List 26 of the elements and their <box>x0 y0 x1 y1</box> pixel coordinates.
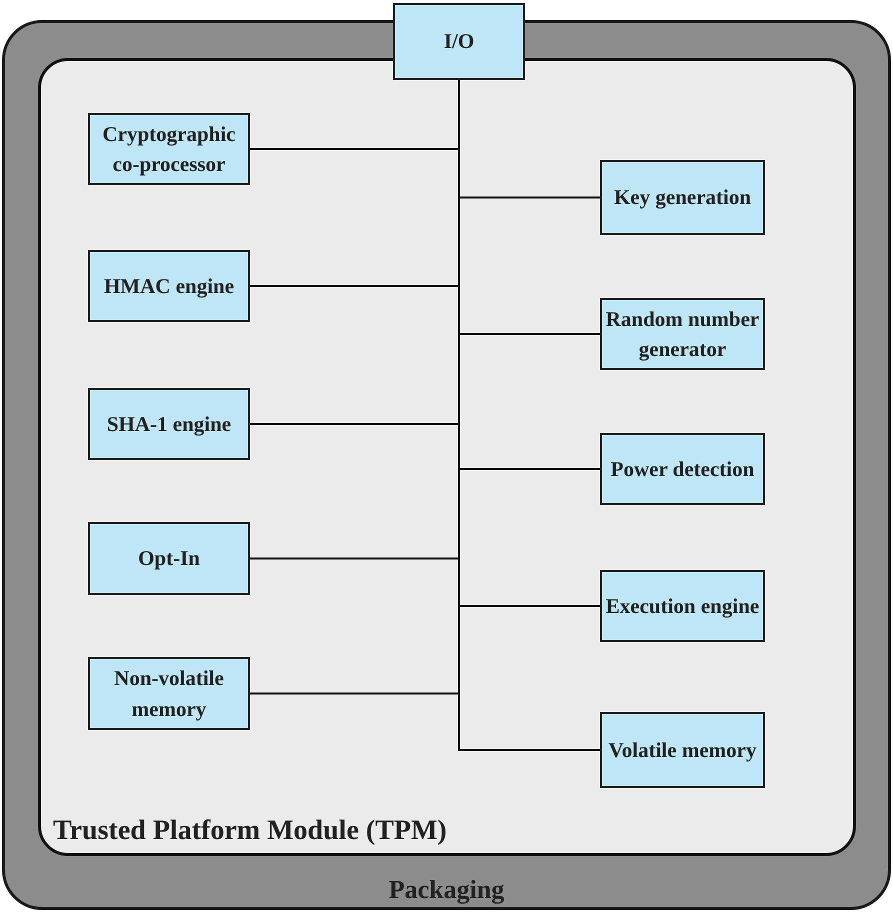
box-label: Opt-In <box>138 545 200 572</box>
panel-title: Trusted Platform Module (TPM) <box>53 815 447 847</box>
component-box <box>600 570 765 642</box>
box-label: SHA-1 engine <box>106 410 232 438</box>
component-box <box>88 388 250 460</box>
component-box <box>393 3 525 80</box>
component-box <box>88 657 250 730</box>
component-box <box>88 522 250 595</box>
box-label: Cryptographic co-processor <box>102 120 236 178</box>
box-label: Random number generator <box>604 306 760 363</box>
component-box <box>600 712 765 788</box>
component-box <box>88 113 250 185</box>
box-label: Power detection <box>610 456 754 483</box>
packaging-panel <box>2 20 891 910</box>
box-label: HMAC engine <box>104 272 234 300</box>
component-box <box>600 160 765 235</box>
component-box <box>88 250 250 322</box>
module-panel <box>38 58 856 856</box>
box-label: Volatile memory <box>608 736 756 764</box>
box-label: I/O <box>444 28 474 56</box>
box-label: Key generation <box>614 184 752 212</box>
component-box <box>600 433 765 505</box>
component-box <box>600 298 765 370</box>
panel-title: Packaging <box>388 875 504 905</box>
box-label: Execution engine <box>606 592 760 620</box>
box-label: Non-volatile memory <box>113 665 225 722</box>
